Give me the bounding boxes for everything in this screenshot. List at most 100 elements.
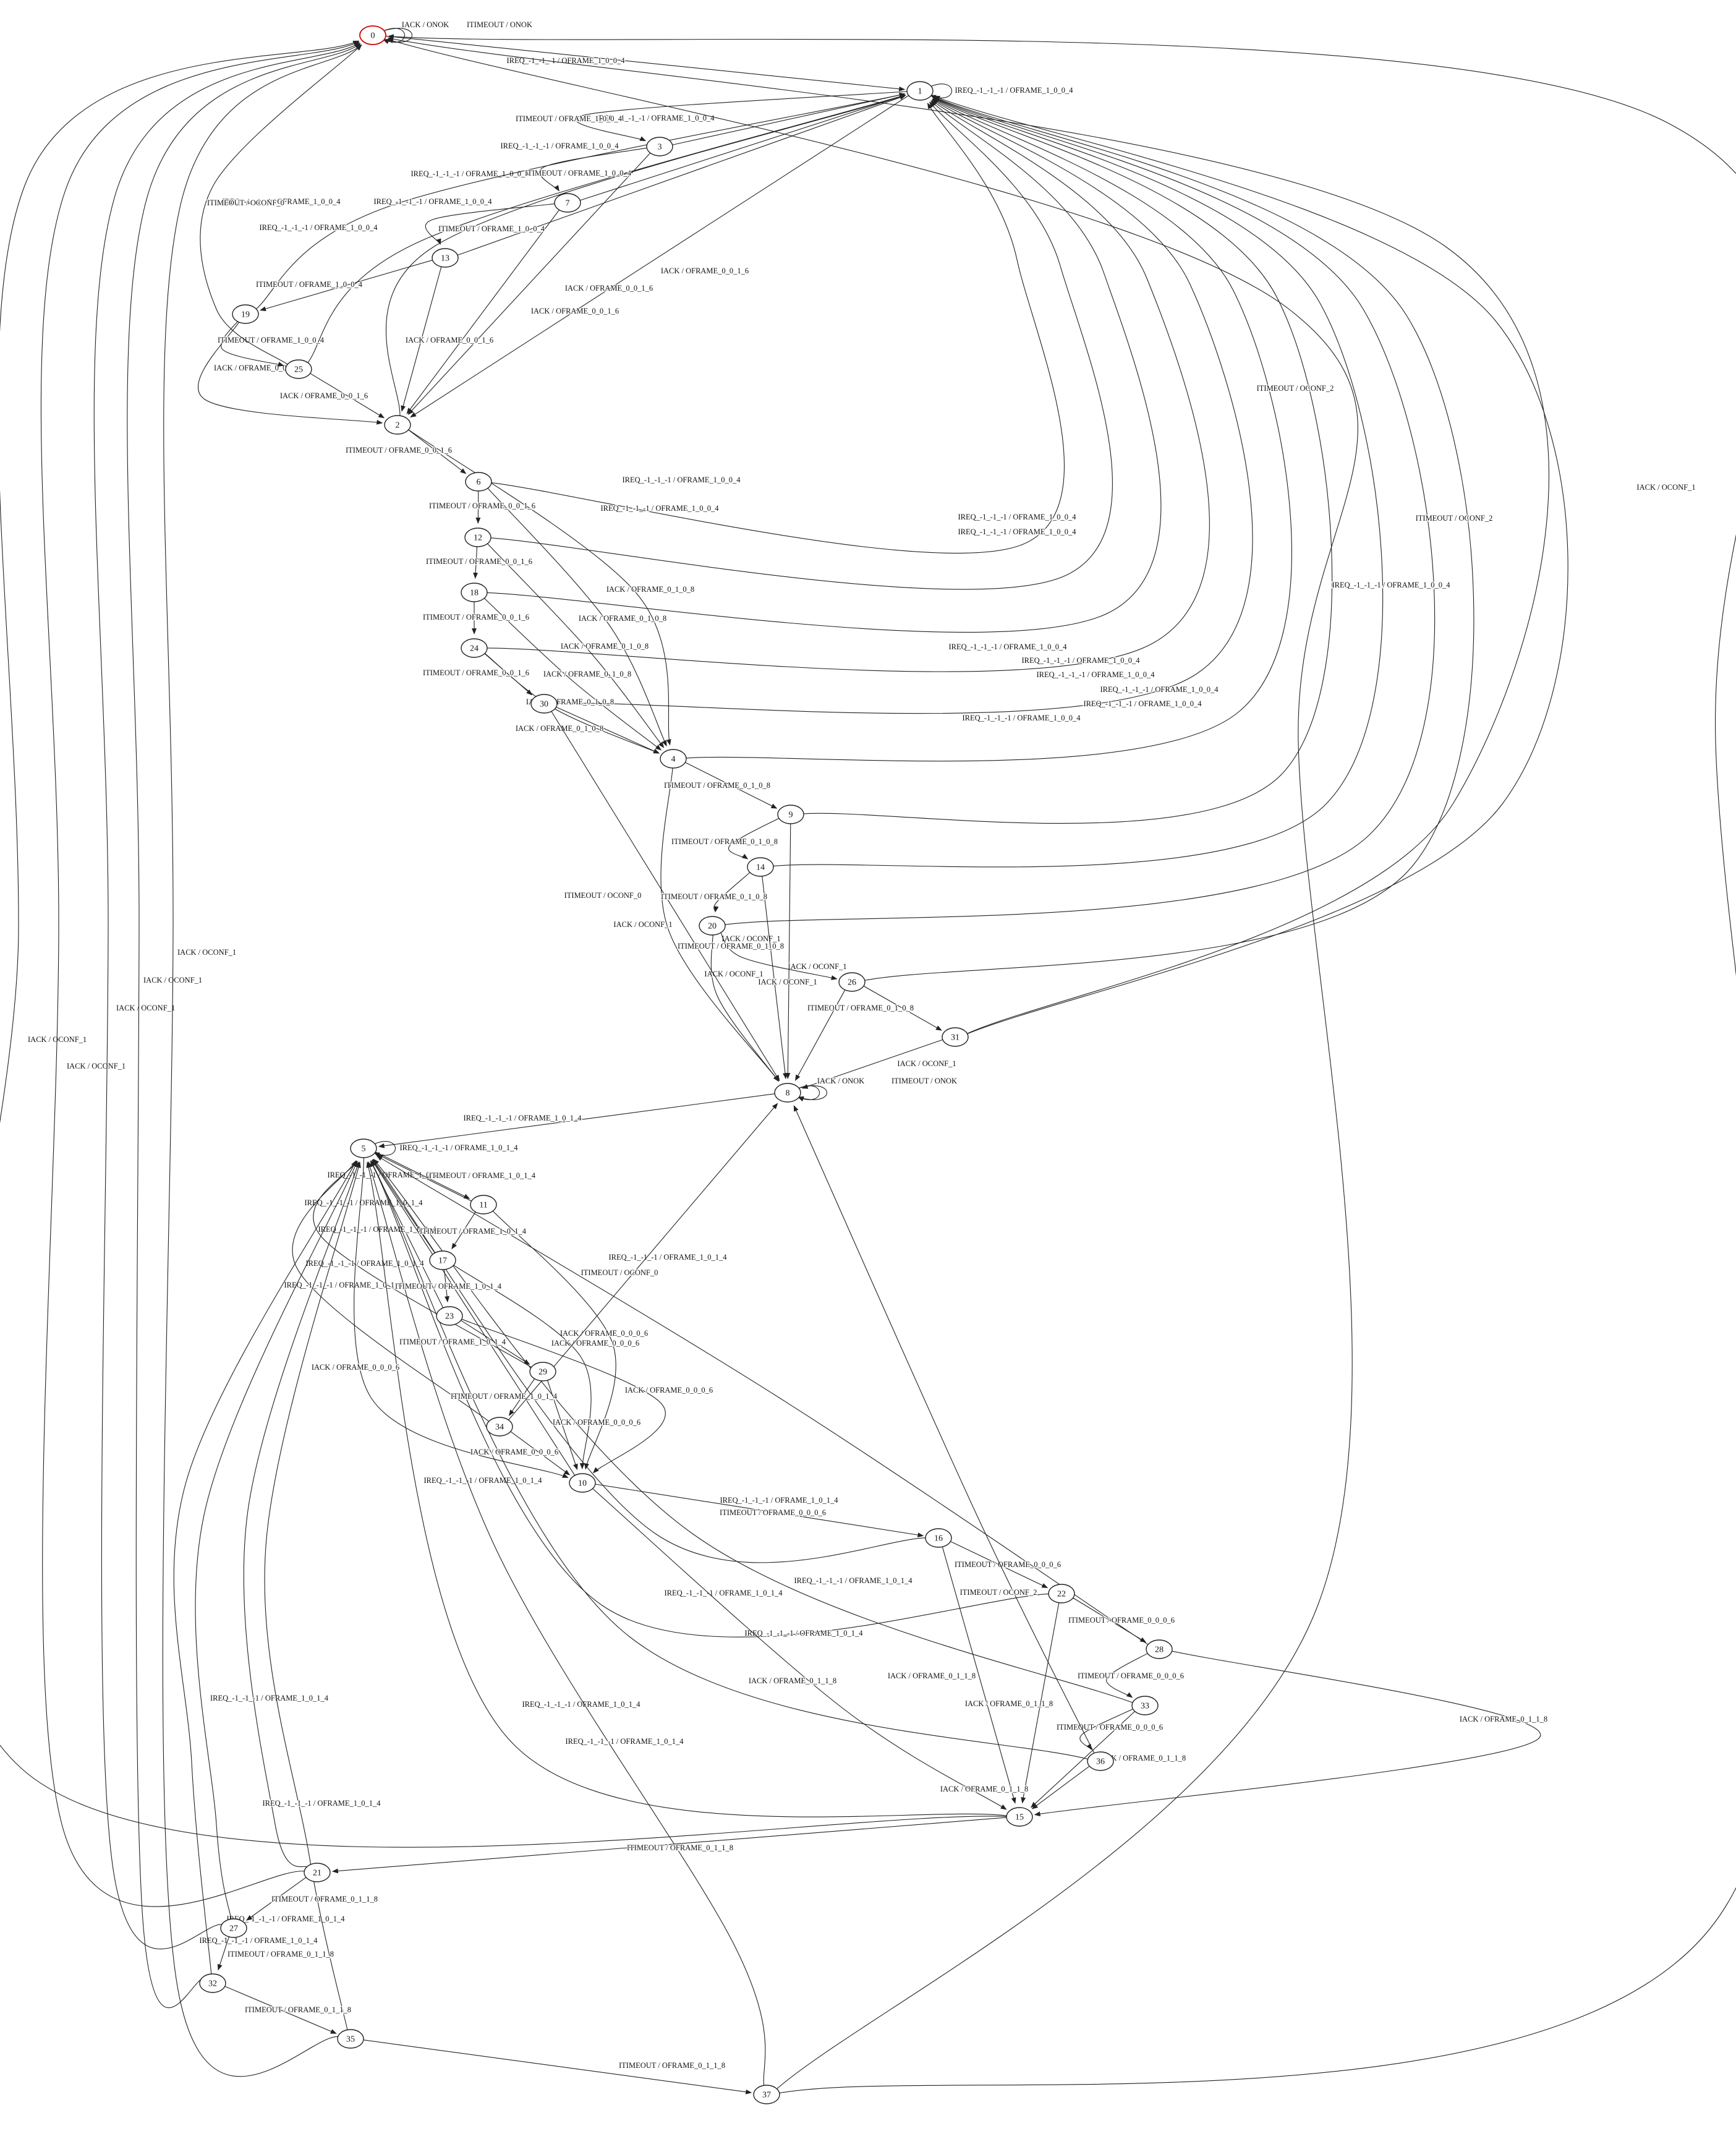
state-circle bbox=[436, 1306, 463, 1326]
state-5: 5 bbox=[350, 1138, 377, 1158]
transition-label: IREQ_-1_-1_-1 / OFRAME_1_0_0_4 bbox=[955, 86, 1074, 95]
state-35: 35 bbox=[337, 2029, 364, 2049]
state-circle bbox=[1087, 1751, 1114, 1771]
transition-label: IREQ_-1_-1_-1 / OFRAME_1_0_0_4 bbox=[374, 197, 493, 206]
transition-5-5: IREQ_-1_-1_-1 / OFRAME_1_0_1_4 bbox=[373, 1141, 519, 1158]
transition-28-15: IACK / OFRAME_0_1_1_8 bbox=[1034, 1650, 1548, 1817]
transition-edge bbox=[401, 263, 443, 412]
transition-15-21: ITIMEOUT / OFRAME_0_1_1_8 bbox=[331, 1817, 1010, 1874]
transition-label: IACK / OCONF_1 bbox=[116, 1004, 175, 1012]
transition-label: ITIMEOUT / OFRAME_0_1_1_8 bbox=[627, 1843, 733, 1852]
transition-label: ITIMEOUT / OCONF_2 bbox=[1416, 514, 1493, 523]
transition-36-8: ITIMEOUT / OCONF_2 bbox=[793, 1105, 1096, 1757]
state-6: 6 bbox=[465, 472, 492, 492]
transition-37-5: IREQ_-1_-1_-1 / OFRAME_1_0_1_4 bbox=[367, 1161, 766, 2090]
state-number: 27 bbox=[229, 1924, 238, 1934]
state-27: 27 bbox=[220, 1918, 247, 1938]
transition-21-0: IACK / OCONF_1 bbox=[40, 41, 360, 1907]
transition-12-4: IACK / OFRAME_0_1_0_8 bbox=[485, 541, 665, 748]
state-12: 12 bbox=[464, 527, 491, 547]
transition-13-19: ITIMEOUT / OFRAME_1_0_0_4 bbox=[255, 258, 435, 312]
transition-label: IACK / OFRAME_0_1_1_8 bbox=[1460, 1715, 1547, 1723]
transition-edge bbox=[553, 706, 660, 754]
transition-edge bbox=[360, 2039, 752, 2095]
state-number: 23 bbox=[445, 1312, 454, 1322]
transition-31-8: IACK / OCONF_1 bbox=[801, 1038, 957, 1089]
state-1: 1 bbox=[906, 81, 934, 101]
state-number: 1 bbox=[918, 87, 922, 96]
transition-edge bbox=[264, 1161, 361, 2034]
transition-6-4: IACK / OFRAME_0_1_0_8 bbox=[485, 485, 667, 747]
transition-edge bbox=[373, 1141, 396, 1158]
transition-label: IREQ_-1_-1_-1 / OFRAME_1_0_0_4 bbox=[963, 714, 1081, 722]
transition-27-32: ITIMEOUT / OFRAME_0_1_1_8 bbox=[217, 1933, 334, 1971]
transition-24-4: IACK / OFRAME_0_1_0_8 bbox=[482, 651, 660, 754]
state-0: 0 bbox=[359, 25, 386, 45]
transition-edge bbox=[425, 203, 558, 246]
transition-16-22: ITIMEOUT / OFRAME_0_0_0_6 bbox=[948, 1540, 1062, 1589]
transition-label: ITIMEOUT / OFRAME_0_0_0_6 bbox=[1068, 1616, 1175, 1625]
transition-10-16: ITIMEOUT / OFRAME_0_0_0_6 bbox=[592, 1483, 924, 1538]
transition-label: ITIMEOUT / OFRAME_0_0_1_6 bbox=[426, 557, 532, 566]
transition-edge bbox=[221, 318, 284, 367]
transition-edge bbox=[488, 103, 1065, 554]
transition-18-4: IACK / OFRAME_0_1_0_8 bbox=[482, 596, 662, 751]
transition-edge bbox=[292, 1160, 491, 1424]
state-number: 36 bbox=[1096, 1757, 1105, 1767]
transition-label: IREQ_-1_-1_-1 / OFRAME_1_0_0_4 bbox=[260, 223, 378, 232]
transition-edge bbox=[475, 487, 481, 524]
transition-28-33: ITIMEOUT / OFRAME_0_0_0_6 bbox=[1077, 1651, 1185, 1698]
transition-edge bbox=[260, 258, 435, 312]
state-16: 16 bbox=[925, 1528, 952, 1548]
transition-label: IREQ_-1_-1_-1 / OFRAME_1_0_1_4 bbox=[210, 1694, 329, 1702]
transition-edge bbox=[307, 371, 385, 419]
transition-label: IREQ_-1_-1_-1 / OFRAME_1_0_0_4 bbox=[1022, 656, 1141, 665]
transition-34-8: ITIMEOUT / OCONF_0 bbox=[506, 1103, 778, 1423]
transition-label: IREQ_-1_-1_-1 / OFRAME_1_0_1_4 bbox=[522, 1700, 641, 1709]
transition-edge bbox=[683, 761, 778, 809]
transition-edge bbox=[577, 94, 906, 202]
state-circle bbox=[942, 1027, 969, 1047]
state-8: 8 bbox=[774, 1083, 801, 1103]
transition-edge bbox=[217, 1933, 231, 1971]
transition-32-35: ITIMEOUT / OFRAME_0_1_1_8 bbox=[222, 1984, 352, 2034]
state-number: 14 bbox=[756, 863, 765, 873]
state-9: 9 bbox=[777, 805, 804, 824]
transition-edge bbox=[354, 1153, 569, 1478]
transition-edge bbox=[484, 100, 1162, 633]
transition-edge bbox=[1079, 1707, 1136, 1750]
state-circle bbox=[569, 1473, 596, 1493]
transition-30-8: ITIMEOUT / OCONF_0 bbox=[549, 708, 780, 1082]
state-4: 4 bbox=[660, 749, 687, 769]
transition-edge bbox=[387, 36, 1549, 1035]
state-19: 19 bbox=[232, 304, 259, 324]
transition-edge bbox=[367, 1161, 766, 2090]
transition-12-18: ITIMEOUT / OFRAME_0_0_1_6 bbox=[425, 542, 533, 579]
transition-edge bbox=[485, 541, 665, 748]
transition-label: IACK / OFRAME_0_1_1_8 bbox=[940, 1785, 1028, 1793]
state-number: 2 bbox=[396, 421, 400, 430]
transition-28-5: IREQ_-1_-1_-1 / OFRAME_1_0_1_4 bbox=[376, 1155, 1151, 1647]
transition-edge bbox=[406, 207, 562, 414]
state-number: 7 bbox=[566, 199, 570, 208]
transition-label: IACK / OFRAME_0_1_1_8 bbox=[1098, 1754, 1186, 1762]
transition-edge bbox=[458, 1318, 530, 1365]
state-circle bbox=[384, 415, 411, 435]
transition-edge bbox=[370, 1160, 1052, 1638]
state-number: 19 bbox=[241, 310, 250, 320]
state-circle bbox=[232, 304, 259, 324]
state-number: 33 bbox=[1141, 1702, 1149, 1711]
transition-edge bbox=[454, 95, 906, 257]
transition-label: ITIMEOUT / OFRAME_1_0_1_4 bbox=[420, 1227, 527, 1236]
transition-label: IACK / OFRAME_0_0_0_6 bbox=[625, 1386, 713, 1394]
transition-label: IACK / ONOK bbox=[817, 1077, 864, 1085]
transition-30-4: IACK / OFRAME_0_1_0_8 bbox=[515, 706, 660, 754]
state-number: 8 bbox=[786, 1089, 790, 1098]
transition-label: IREQ_-1_-1_-1 / OFRAME_1_0_0_4 bbox=[507, 56, 626, 65]
state-circle bbox=[747, 857, 774, 877]
transition-label: IREQ_-1_-1_-1 / OFRAME_1_0_0_4 bbox=[597, 114, 715, 122]
transition-edge bbox=[590, 1486, 1007, 1810]
state-circle bbox=[1146, 1639, 1173, 1659]
transition-edge bbox=[484, 100, 1210, 672]
transition-label: ITIMEOUT / ONOK bbox=[467, 20, 532, 29]
